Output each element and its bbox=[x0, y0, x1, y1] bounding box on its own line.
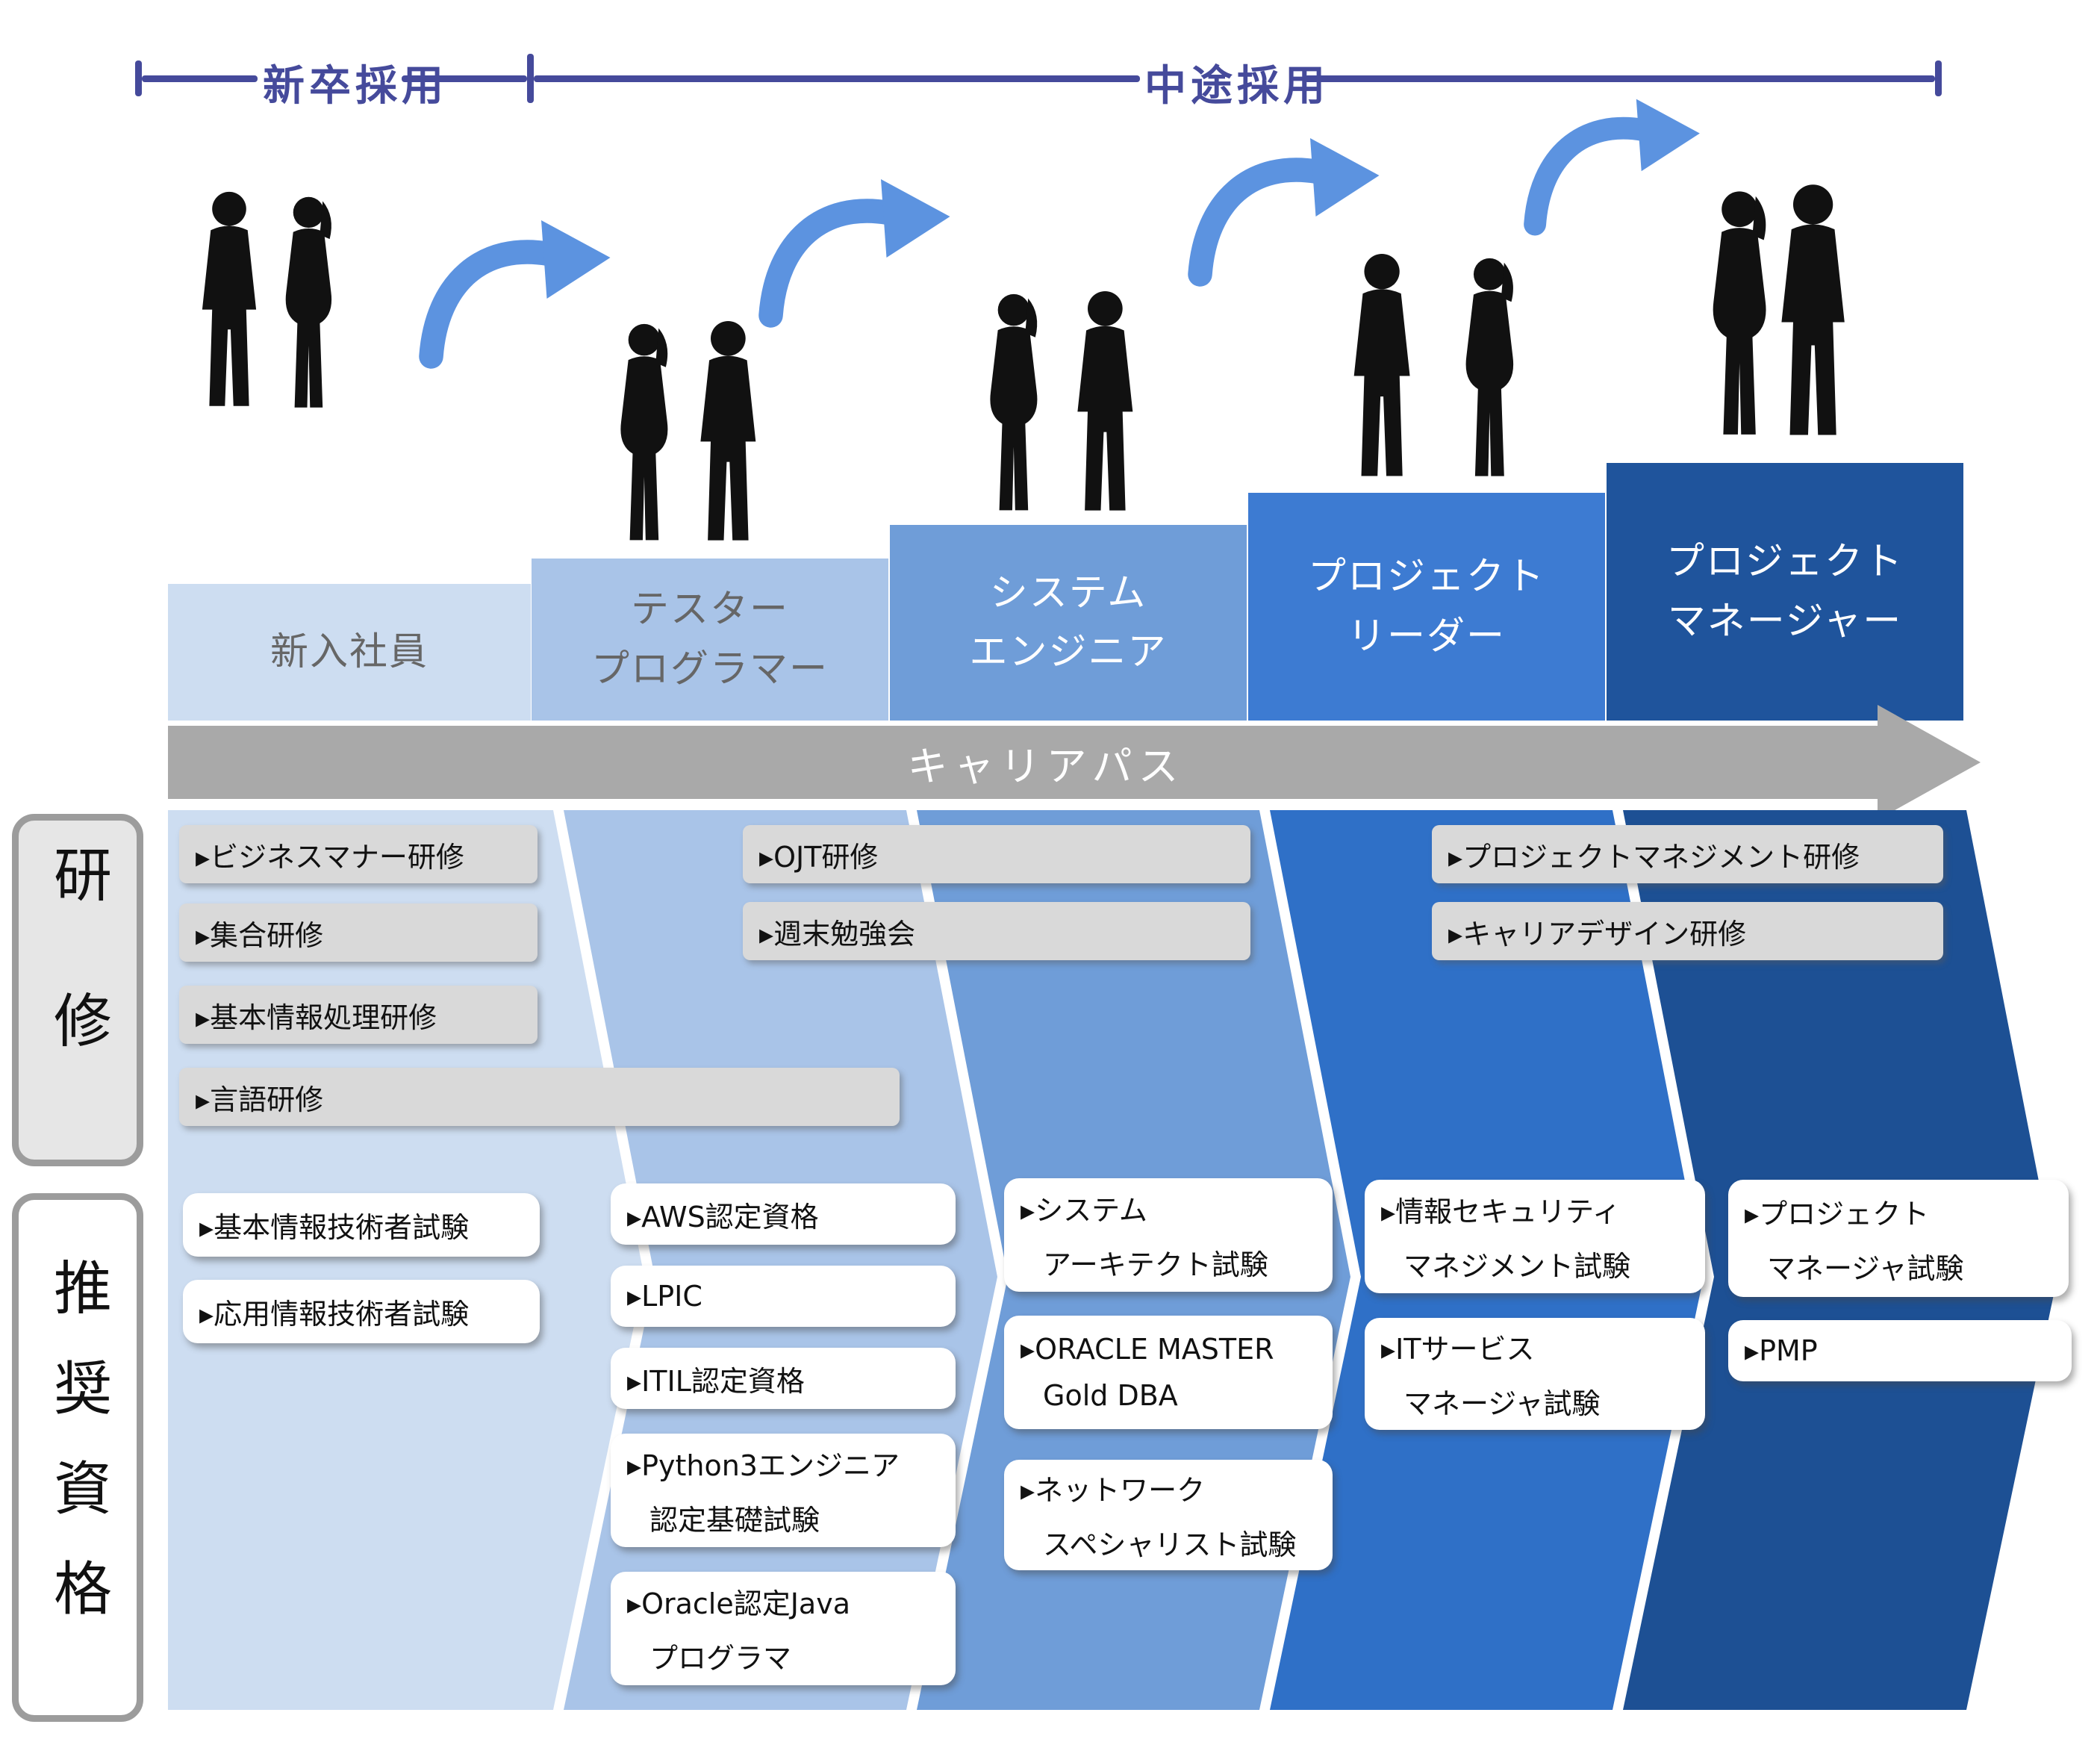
training-item-label: ▸キャリアデザイン研修 bbox=[1448, 917, 1747, 951]
qualification-item: ▸情報セキュリティ マネジメント試験 bbox=[1365, 1180, 1705, 1293]
step-label: プロジェクト bbox=[1307, 555, 1545, 600]
bracket-left-tick bbox=[135, 60, 142, 96]
qualification-item-label: マネジメント試験 bbox=[1403, 1250, 1631, 1283]
curved-arrow-icon bbox=[771, 179, 950, 316]
qualification-item-label: ▸ITサービス bbox=[1381, 1333, 1535, 1366]
qualification-item: ▸ネットワーク スペシャリスト試験 bbox=[1004, 1460, 1333, 1570]
step-label: 新入社員 bbox=[269, 629, 429, 674]
qualification-item-label: Gold DBA bbox=[1043, 1379, 1178, 1412]
training-item-label: ▸言語研修 bbox=[196, 1083, 324, 1116]
qualification-item: ▸ITサービス マネージャ試験 bbox=[1365, 1318, 1705, 1430]
person-silhouette-icon bbox=[202, 191, 257, 406]
career-step-system-engineer: システムエンジニア bbox=[890, 525, 1247, 721]
person-silhouette-icon bbox=[1713, 191, 1766, 435]
person-silhouette-icon bbox=[1077, 290, 1133, 511]
qualification-item: ▸Oracle認定Java プログラマ bbox=[611, 1572, 956, 1685]
qualification-item: ▸基本情報技術者試験 bbox=[183, 1193, 540, 1257]
qualification-item: ▸ITIL認定資格 bbox=[611, 1348, 956, 1409]
person-silhouette-icon bbox=[1781, 184, 1845, 435]
qualification-item-label: ▸Oracle認定Java bbox=[627, 1587, 850, 1620]
career-path-arrow: キャリアパス bbox=[168, 726, 1879, 799]
qualifications-section-label: 推奨資格 bbox=[12, 1193, 143, 1722]
career-path-arrowhead-icon bbox=[1878, 705, 1981, 820]
career-step-project-manager: プロジェクトマネージャー bbox=[1607, 463, 1963, 721]
qualification-item: ▸PMP bbox=[1728, 1320, 2072, 1381]
career-step-tester-programmer: テスタープログラマー bbox=[532, 559, 888, 721]
step-label: エンジニア bbox=[969, 630, 1168, 674]
bracket-right-tick bbox=[1935, 60, 1942, 96]
qualification-item: ▸システム アーキテクト試験 bbox=[1004, 1178, 1333, 1292]
new-grad-label: 新卒採用 bbox=[263, 62, 448, 111]
training-item-label: ▸ビジネスマナー研修 bbox=[196, 840, 464, 874]
training-item: ▸基本情報処理研修 bbox=[179, 986, 538, 1044]
qualification-item-label: ▸ITIL認定資格 bbox=[627, 1364, 805, 1398]
qualification-item-label: ▸LPIC bbox=[627, 1280, 702, 1313]
qualification-item: ▸AWS認定資格 bbox=[611, 1183, 956, 1245]
bracket-mid-tick bbox=[527, 54, 534, 103]
training-item: ▸言語研修 bbox=[179, 1068, 900, 1126]
training-item: ▸キャリアデザイン研修 bbox=[1432, 902, 1943, 960]
person-silhouette-icon bbox=[620, 323, 668, 541]
qualification-item-label: ▸AWS認定資格 bbox=[627, 1200, 819, 1234]
training-item-label: ▸プロジェクトマネジメント研修 bbox=[1448, 840, 1860, 874]
career-path-label: キャリアパス bbox=[907, 742, 1185, 790]
training-section-label: 研修 bbox=[12, 814, 143, 1166]
training-item: ▸OJT研修 bbox=[743, 825, 1250, 883]
qualification-item-label: アーキテクト試験 bbox=[1043, 1248, 1268, 1281]
career-step-new-employee: 新入社員 bbox=[168, 584, 531, 721]
qualification-item-label: スペシャリスト試験 bbox=[1043, 1528, 1297, 1561]
bracket-line bbox=[402, 75, 527, 82]
training-label-text: 研修 bbox=[44, 844, 111, 1136]
qualification-item-label: ▸ネットワーク bbox=[1021, 1474, 1206, 1507]
person-silhouette-icon bbox=[1465, 258, 1514, 476]
person-silhouette-icon bbox=[700, 320, 756, 541]
curved-arrow-icon bbox=[1200, 138, 1380, 275]
person-silhouette-icon bbox=[285, 196, 332, 408]
qualification-item-label: ▸PMP bbox=[1745, 1334, 1818, 1367]
step-label: プログラマー bbox=[591, 647, 829, 691]
qualification-item-label: ▸情報セキュリティ bbox=[1381, 1195, 1621, 1228]
qualification-item: ▸応用情報技術者試験 bbox=[183, 1280, 540, 1343]
bracket-line bbox=[142, 75, 258, 82]
person-silhouette-icon bbox=[990, 293, 1038, 511]
step-label: リーダー bbox=[1347, 614, 1506, 659]
qualification-item-label: マネージャ試験 bbox=[1767, 1251, 1964, 1285]
curved-arrow-icon bbox=[431, 220, 611, 357]
mid-career-label: 中途採用 bbox=[1144, 62, 1330, 111]
qualification-item-label: ▸Python3エンジニア bbox=[627, 1449, 900, 1482]
bracket-line bbox=[1304, 75, 1935, 82]
qualification-item-label: ▸ORACLE MASTER bbox=[1021, 1333, 1274, 1366]
training-item-label: ▸基本情報処理研修 bbox=[196, 1001, 437, 1034]
training-item-label: ▸集合研修 bbox=[196, 918, 324, 952]
training-item-label: ▸週末勉強会 bbox=[759, 917, 916, 951]
training-item-label: ▸OJT研修 bbox=[759, 840, 879, 874]
qualification-item-label: ▸基本情報技術者試験 bbox=[199, 1211, 470, 1244]
training-item: ▸プロジェクトマネジメント研修 bbox=[1432, 825, 1943, 883]
person-silhouette-icon bbox=[1353, 253, 1410, 476]
qualification-item-label: ▸プロジェクト bbox=[1745, 1197, 1930, 1231]
bracket-line bbox=[534, 75, 1140, 82]
step-label: テスター bbox=[630, 588, 789, 632]
curved-arrow-icon bbox=[1535, 99, 1700, 225]
step-label: プロジェクト bbox=[1666, 540, 1904, 585]
training-item: ▸集合研修 bbox=[179, 903, 538, 962]
qualification-item: ▸LPIC bbox=[611, 1266, 956, 1327]
qualifications-label-text: 推奨資格 bbox=[44, 1257, 111, 1658]
training-item: ▸ビジネスマナー研修 bbox=[179, 825, 538, 883]
qualification-item-label: プログラマ bbox=[649, 1642, 792, 1675]
step-label: システム bbox=[989, 570, 1147, 615]
career-step-project-leader: プロジェクトリーダー bbox=[1248, 493, 1605, 721]
step-label: マネージャー bbox=[1667, 599, 1903, 644]
qualification-item-label: ▸応用情報技術者試験 bbox=[199, 1298, 470, 1331]
training-item: ▸週末勉強会 bbox=[743, 902, 1250, 960]
qualification-item-label: マネージャ試験 bbox=[1403, 1387, 1601, 1420]
qualification-item: ▸ORACLE MASTER Gold DBA bbox=[1004, 1316, 1333, 1429]
qualification-item-label: 認定基礎試験 bbox=[649, 1504, 820, 1537]
qualification-item-label: ▸システム bbox=[1021, 1194, 1147, 1227]
qualification-item: ▸プロジェクト マネージャ試験 bbox=[1728, 1180, 2069, 1297]
qualification-item: ▸Python3エンジニア 認定基礎試験 bbox=[611, 1434, 956, 1547]
